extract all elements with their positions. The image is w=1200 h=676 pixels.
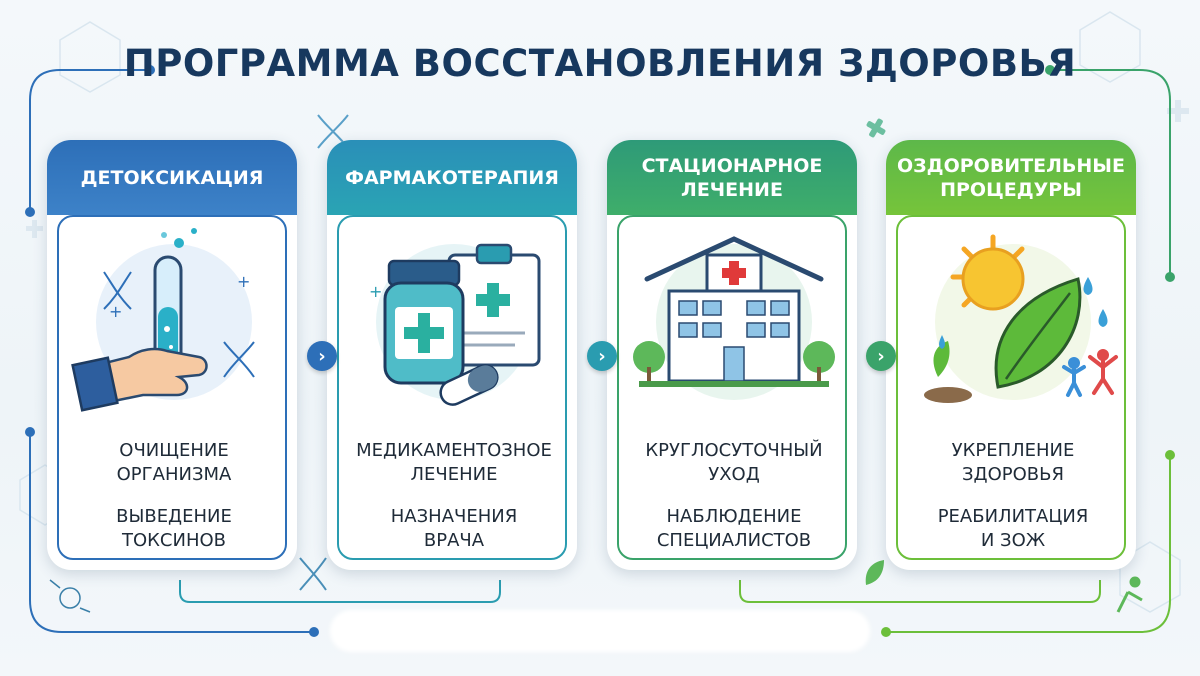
- dna-icon: [299, 557, 327, 591]
- step-header: СТАЦИОНАРНОЕ ЛЕЧЕНИЕ: [607, 140, 857, 215]
- person-icon: [1116, 576, 1143, 613]
- chevron-right-icon: ›: [307, 341, 337, 371]
- step-body: + МЕДИКАМЕНТОЗНОЕ ЛЕЧЕНИЕ НАЗНАЧЕНИЯ ВРА…: [337, 215, 567, 560]
- svg-text:+: +: [369, 282, 382, 301]
- step-body: + + ОЧИЩЕНИЕ ОРГАНИЗМА ВЫВЕДЕНИЕ ТОКСИНО…: [57, 215, 287, 560]
- hospital-icon: [633, 236, 835, 400]
- leaf-icon: [865, 560, 884, 585]
- sun-leaf-icon: [924, 234, 1118, 403]
- step-text-primary: МЕДИКАМЕНТОЗНОЕ ЛЕЧЕНИЕ: [356, 440, 552, 485]
- step-card-inpatient: СТАЦИОНАРНОЕ ЛЕЧЕНИЕ КРУГЛОСУТОЧНЫЙ УХОД…: [607, 140, 857, 570]
- plus-icon: [866, 118, 886, 138]
- svg-text:+: +: [237, 272, 250, 291]
- step-text-primary: КРУГЛОСУТОЧНЫЙ УХОД: [645, 440, 823, 485]
- step-header: ДЕТОКСИКАЦИЯ: [47, 140, 297, 215]
- chevron-right-icon: ›: [866, 341, 896, 371]
- hand-test-tube-icon: + +: [71, 228, 255, 412]
- step-card-detox: ДЕТОКСИКАЦИЯ + + ОЧИЩЕНИЕ ОРГАНИЗМА ВЫВЕ…: [47, 140, 297, 570]
- molecule-icon: [49, 579, 91, 613]
- page-title: ПРОГРАММА ВОССТАНОВЛЕНИЯ ЗДОРОВЬЯ: [123, 42, 1077, 85]
- step-card-pharmacotherapy: ФАРМАКОТЕРАПИЯ + МЕДИКАМЕНТОЗНОЕ ЛЕЧЕНИЕ…: [327, 140, 577, 570]
- step-card-wellness: ОЗДОРОВИТЕЛЬНЫЕ ПРОЦЕДУРЫ: [886, 140, 1136, 570]
- step-text-secondary: ВЫВЕДЕНИЕ ТОКСИНОВ: [116, 506, 232, 551]
- svg-text:+: +: [109, 302, 122, 321]
- step-header: ОЗДОРОВИТЕЛЬНЫЕ ПРОЦЕДУРЫ: [886, 140, 1136, 215]
- step-text-secondary: РЕАБИЛИТАЦИЯ И ЗОЖ: [937, 506, 1089, 551]
- step-header: ФАРМАКОТЕРАПИЯ: [327, 140, 577, 215]
- medicine-bottle-icon: +: [369, 243, 541, 406]
- step-text-secondary: НАБЛЮДЕНИЕ СПЕЦИАЛИСТОВ: [656, 506, 812, 551]
- step-body: УКРЕПЛЕНИЕ ЗДОРОВЬЯ РЕАБИЛИТАЦИЯ И ЗОЖ: [896, 215, 1126, 560]
- step-body: КРУГЛОСУТОЧНЫЙ УХОД НАБЛЮДЕНИЕ СПЕЦИАЛИС…: [617, 215, 847, 560]
- step-text-primary: ОЧИЩЕНИЕ ОРГАНИЗМА: [116, 440, 232, 485]
- step-text-secondary: НАЗНАЧЕНИЯ ВРАЧА: [390, 506, 518, 551]
- step-text-primary: УКРЕПЛЕНИЕ ЗДОРОВЬЯ: [951, 440, 1075, 485]
- blurred-footer-area: [330, 610, 870, 652]
- chevron-right-icon: ›: [587, 341, 617, 371]
